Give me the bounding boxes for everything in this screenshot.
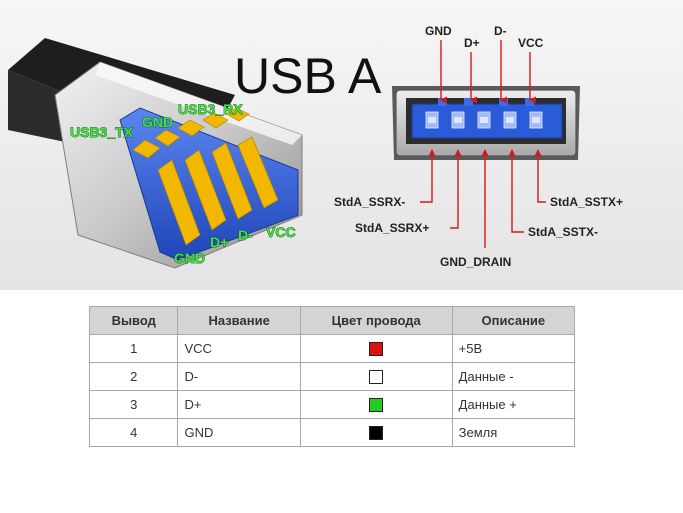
cell-name: VCC bbox=[177, 334, 301, 363]
socket-label-sstx-plus: StdA_SSTX+ bbox=[550, 195, 623, 209]
cell-description: Данные + bbox=[451, 390, 576, 419]
label-d-plus: D+ bbox=[210, 234, 228, 250]
cell-pin: 1 bbox=[88, 334, 179, 363]
label-gnd-top: GND bbox=[142, 114, 173, 130]
label-usb3-tx: USB3_TX bbox=[70, 124, 134, 140]
socket-label-d-minus: D- bbox=[494, 24, 507, 38]
cell-pin: 2 bbox=[88, 362, 179, 391]
table-row: 3 D+ Данные + bbox=[88, 390, 576, 419]
plug-labels: USB3_TX GND USB3_RX GND D+ D- VCC bbox=[70, 101, 296, 267]
cell-wire-color bbox=[299, 390, 453, 419]
color-swatch bbox=[369, 342, 384, 357]
table-row: 4 GND Земля bbox=[88, 418, 576, 447]
header-description: Описание bbox=[451, 306, 576, 335]
header-name: Название bbox=[177, 306, 301, 335]
contact-vcc bbox=[237, 136, 279, 209]
label-gnd-bottom: GND bbox=[174, 250, 205, 266]
diagram-title: USB A bbox=[234, 48, 382, 104]
cell-name: D- bbox=[177, 362, 301, 391]
cell-description: +5В bbox=[451, 334, 576, 363]
socket-arrows bbox=[420, 40, 546, 248]
socket-labels: GND D+ D- VCC StdA_SSRX- StdA_SSRX+ GND_… bbox=[334, 24, 623, 269]
cell-description: Данные - bbox=[451, 362, 576, 391]
cell-pin: 3 bbox=[88, 390, 179, 419]
socket-label-gnd-drain: GND_DRAIN bbox=[440, 255, 511, 269]
cell-name: D+ bbox=[177, 390, 301, 419]
header-wire-color: Цвет провода bbox=[299, 306, 453, 335]
pinout-table-section: Вывод Название Цвет провода Описание 1 V… bbox=[0, 290, 683, 513]
pinout-table: Вывод Название Цвет провода Описание 1 V… bbox=[88, 306, 576, 447]
header-pin: Вывод bbox=[88, 306, 179, 335]
socket-label-ssrx-minus: StdA_SSRX- bbox=[334, 195, 405, 209]
table-row: 2 D- Данные - bbox=[88, 362, 576, 391]
socket-label-sstx-minus: StdA_SSTX- bbox=[528, 225, 598, 239]
socket-label-d-plus: D+ bbox=[464, 36, 480, 50]
color-swatch bbox=[369, 426, 384, 441]
color-swatch bbox=[369, 398, 384, 413]
cell-pin: 4 bbox=[88, 418, 179, 447]
cell-name: GND bbox=[177, 418, 301, 447]
cell-description: Земля bbox=[451, 418, 576, 447]
color-swatch bbox=[369, 370, 384, 385]
socket-label-ssrx-plus: StdA_SSRX+ bbox=[355, 221, 429, 235]
socket-label-vcc: VCC bbox=[518, 36, 544, 50]
label-usb3-rx: USB3_RX bbox=[178, 101, 243, 117]
label-vcc: VCC bbox=[266, 224, 296, 240]
contact-d-plus bbox=[184, 149, 227, 231]
cell-wire-color bbox=[299, 334, 453, 363]
table-row: 1 VCC +5В bbox=[88, 334, 576, 363]
usb-socket-illustration bbox=[392, 86, 580, 160]
contact-d-minus bbox=[211, 142, 253, 220]
label-d-minus: D- bbox=[238, 227, 253, 243]
cell-wire-color bbox=[299, 362, 453, 391]
contact-gnd bbox=[157, 159, 201, 246]
table-header-row: Вывод Название Цвет провода Описание bbox=[88, 306, 576, 335]
socket-label-gnd: GND bbox=[425, 24, 452, 38]
usb-a-diagram: USB3_TX GND USB3_RX GND D+ D- VCC USB A bbox=[0, 0, 683, 290]
usb-plug-illustration bbox=[8, 38, 303, 269]
cell-wire-color bbox=[299, 418, 453, 447]
